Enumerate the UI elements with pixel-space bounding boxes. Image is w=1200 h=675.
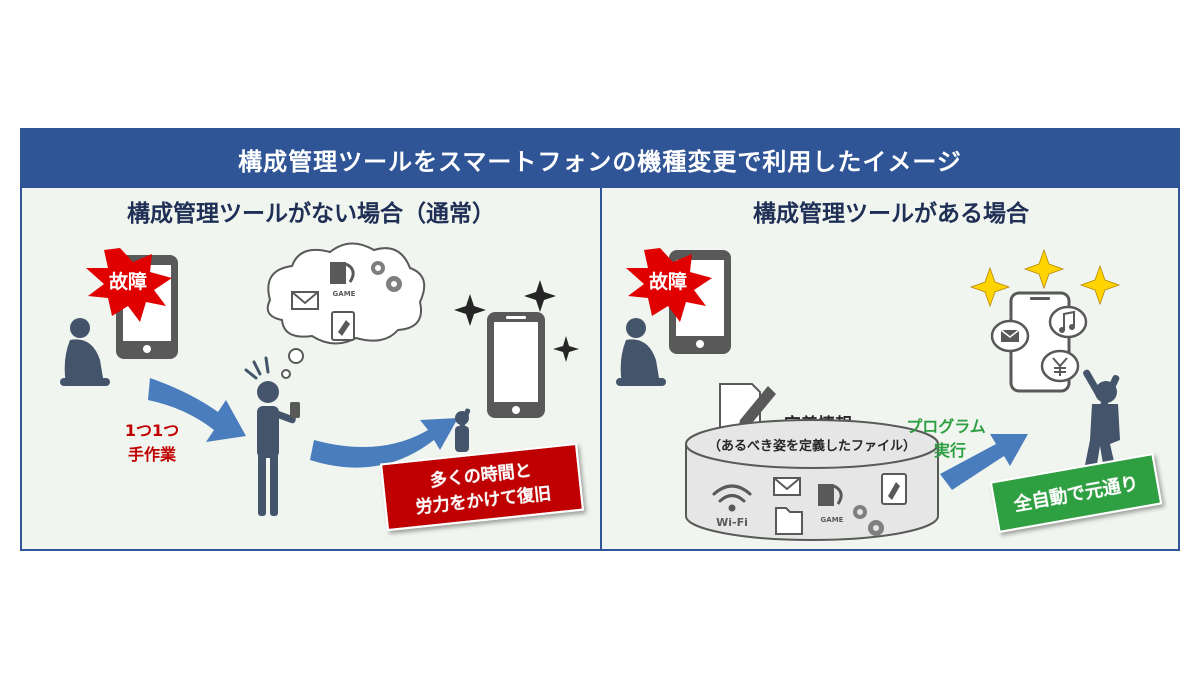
sparkle-icons: [454, 280, 579, 362]
fault-label: 故障: [109, 270, 147, 293]
folder-icon: [775, 507, 803, 535]
right-result-label: 全自動で元通り: [989, 452, 1163, 534]
program-label-line1: プログラム: [906, 417, 986, 436]
program-arrow-icon: [940, 434, 1028, 490]
cheering-person-icon: [1083, 369, 1120, 470]
manual-label-line2: 手作業: [128, 445, 177, 464]
wifi-icon: [712, 484, 752, 512]
program-label-line2: 実行: [934, 441, 966, 460]
wifi-label: Wi-Fi: [716, 516, 748, 529]
mail-bubble-icon: [990, 319, 1030, 353]
yen-bubble-icon: [1040, 349, 1080, 383]
new-phone-icon: [487, 312, 545, 418]
recovery-arrow-icon: [310, 418, 458, 468]
diagram-frame: 構成管理ツールをスマートフォンの機種変更で利用したイメージ 構成管理ツールがない…: [20, 128, 1180, 551]
manual-arrow-icon: [148, 378, 246, 442]
definition-subtitle: （あるべき姿を定義したファイル）: [708, 438, 916, 454]
right-panel-title: 構成管理ツールがある場合: [753, 201, 1029, 227]
banner-title: 構成管理ツールをスマートフォンの機種変更で利用したイメージ: [22, 130, 1178, 188]
address-book-icon-right: [881, 473, 907, 505]
address-book-icon: [331, 311, 355, 341]
gears-icon: [371, 261, 402, 292]
game-icon-right: GAME: [818, 484, 844, 524]
small-person-icon: [455, 408, 471, 452]
document-icon: [719, 383, 776, 431]
music-bubble-icon: [1048, 305, 1088, 339]
alert-lines-icon: [244, 356, 270, 380]
game-icon: GAME: [330, 262, 356, 298]
fault-burst: 故障: [86, 248, 172, 322]
mail-icon: [291, 291, 319, 310]
sparkle-icons-right: [969, 248, 1121, 308]
left-panel-title: 構成管理ツールがない場合（通常）: [127, 201, 495, 227]
database-cylinder: [685, 419, 939, 541]
fault-burst-right: 故障: [626, 248, 712, 322]
kneeling-person-icon: [60, 318, 110, 386]
thought-cloud: [266, 242, 426, 379]
fault-label-right: 故障: [649, 270, 687, 293]
person-with-phone-icon: [257, 381, 300, 516]
panel-divider: [600, 188, 602, 551]
game-label: GAME: [333, 290, 356, 298]
kneeling-person-icon-right: [616, 318, 666, 386]
gears-icon-right: [853, 505, 884, 536]
manual-label-line1: 1つ1つ: [125, 421, 179, 440]
game-label-right: GAME: [821, 516, 844, 524]
mail-icon-right: [773, 477, 801, 496]
left-result-label: 多くの時間と 労力をかけて復旧: [379, 442, 585, 532]
